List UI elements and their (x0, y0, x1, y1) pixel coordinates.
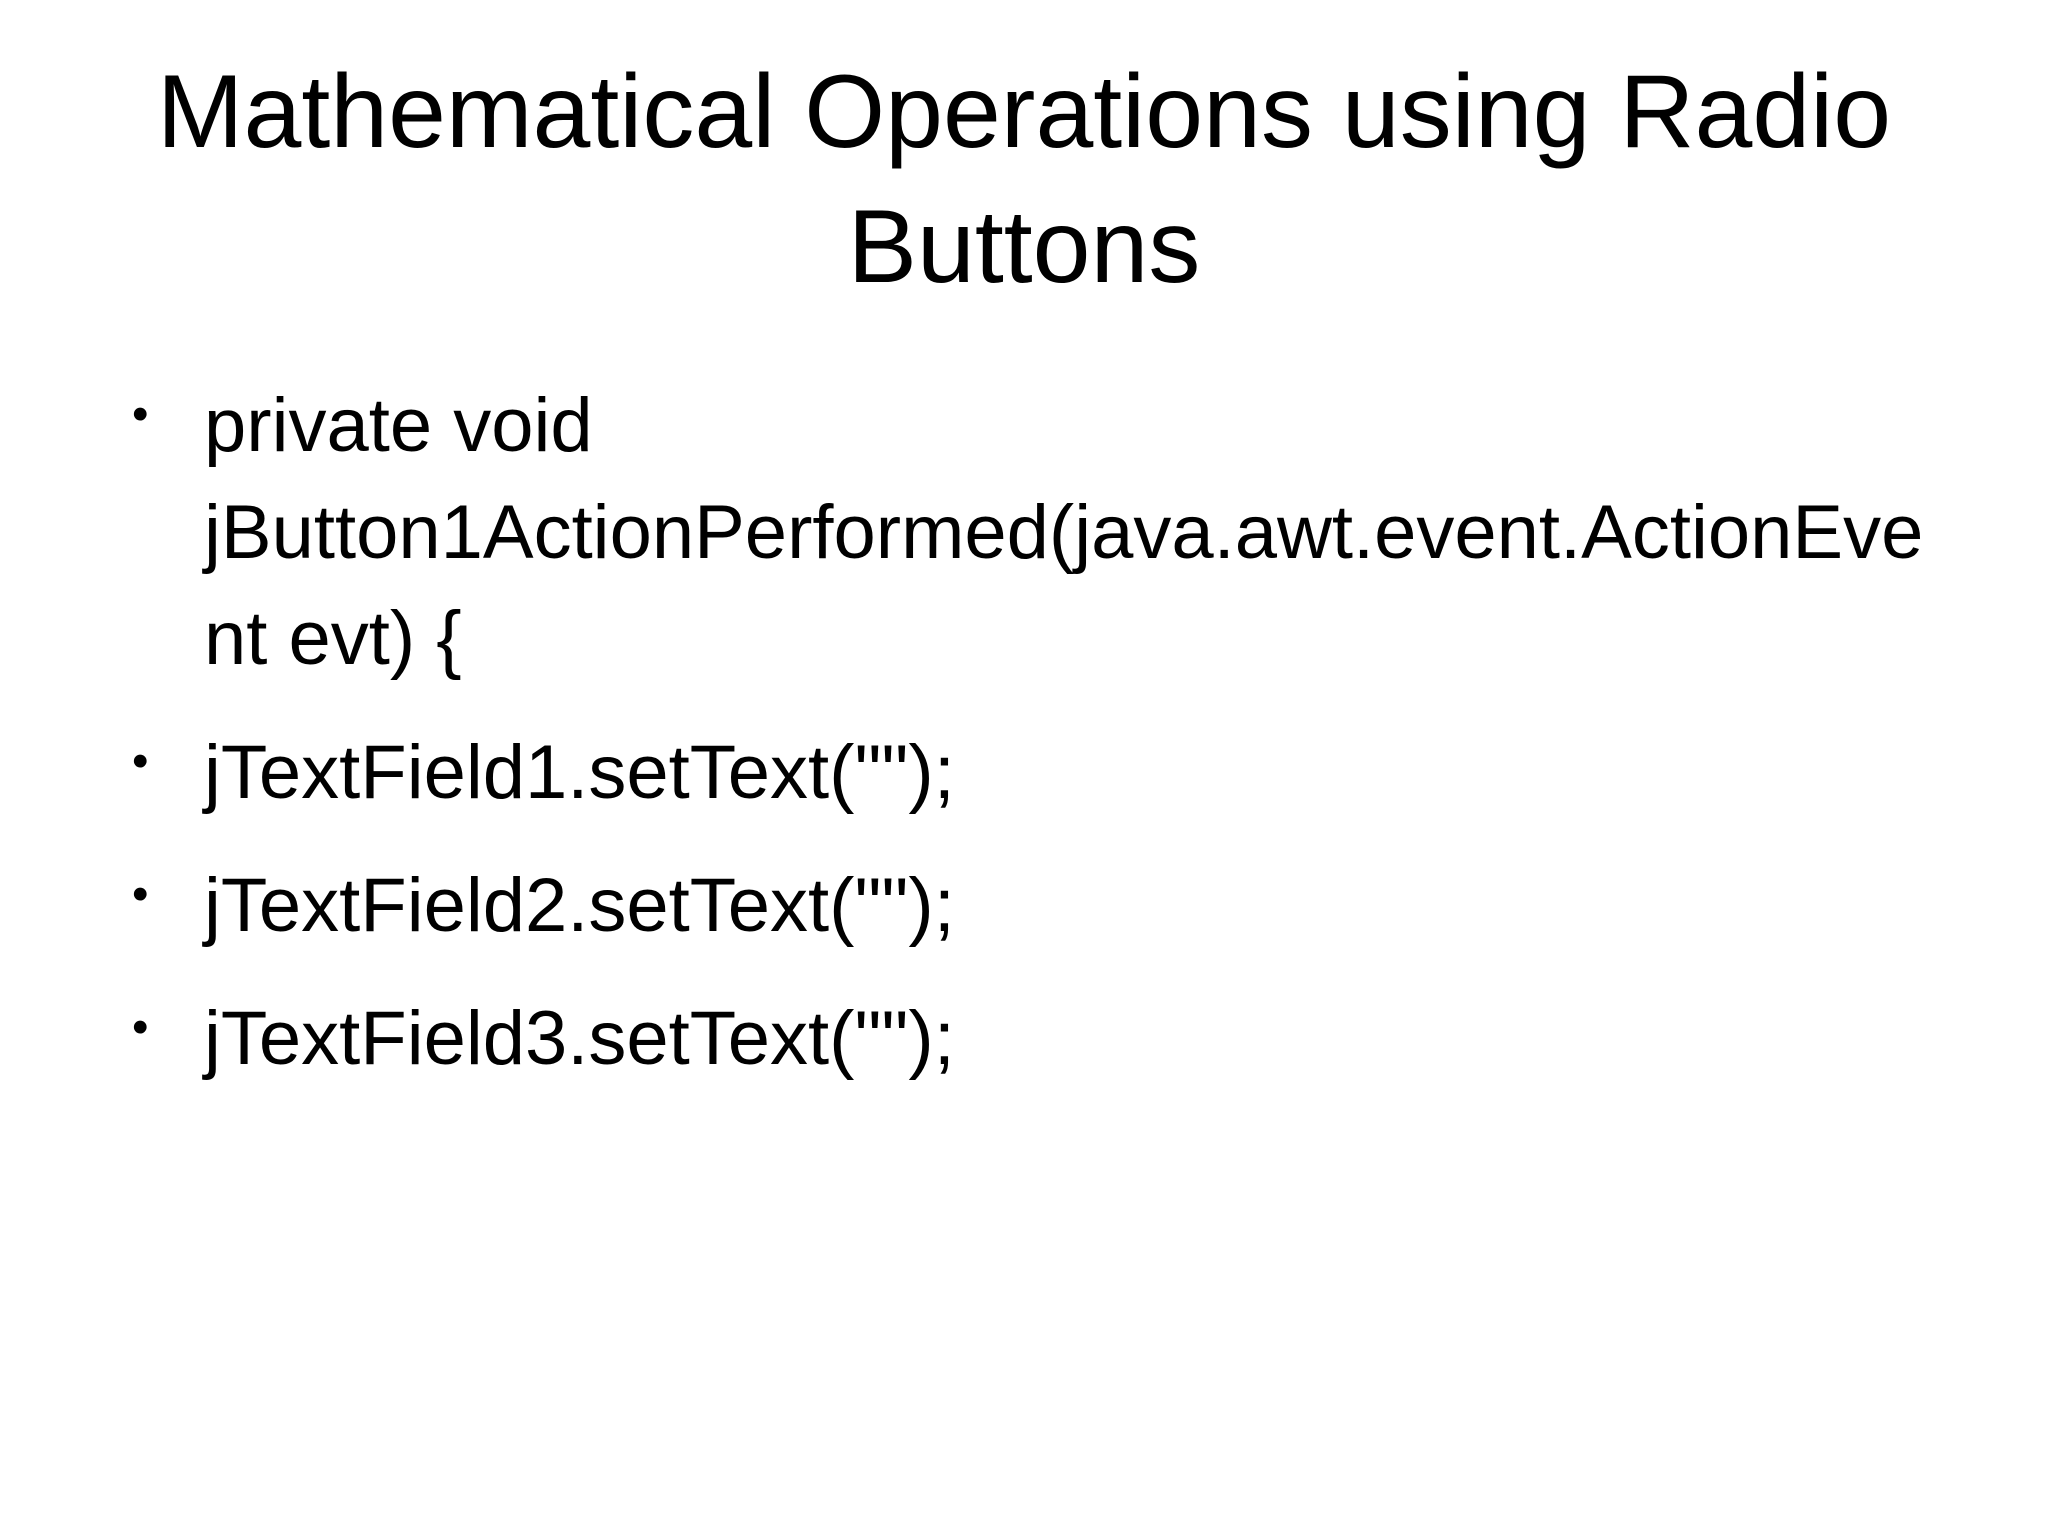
list-item: • jTextField2.setText(""); (132, 853, 1938, 959)
list-item: • private void jButton1ActionPerformed(j… (132, 373, 1938, 692)
bullet-text-code-line-2: jTextField1.setText(""); (204, 729, 955, 815)
slide-title: Mathematical Operations using Radio Butt… (156, 54, 1892, 306)
bullet-icon: • (132, 387, 149, 441)
bullet-text-code-line-4: jTextField3.setText(""); (204, 996, 955, 1082)
list-item: • jTextField1.setText(""); (132, 720, 1938, 826)
bullet-text-code-line-1: private void jButton1ActionPerformed(jav… (204, 383, 1924, 682)
bullet-icon: • (132, 866, 149, 920)
bullet-list: • private void jButton1ActionPerformed(j… (0, 373, 2048, 1092)
list-item: • jTextField3.setText(""); (132, 986, 1938, 1092)
bullet-icon: • (132, 733, 149, 787)
bullet-icon: • (132, 1000, 149, 1054)
bullet-text-code-line-3: jTextField2.setText(""); (204, 862, 955, 948)
